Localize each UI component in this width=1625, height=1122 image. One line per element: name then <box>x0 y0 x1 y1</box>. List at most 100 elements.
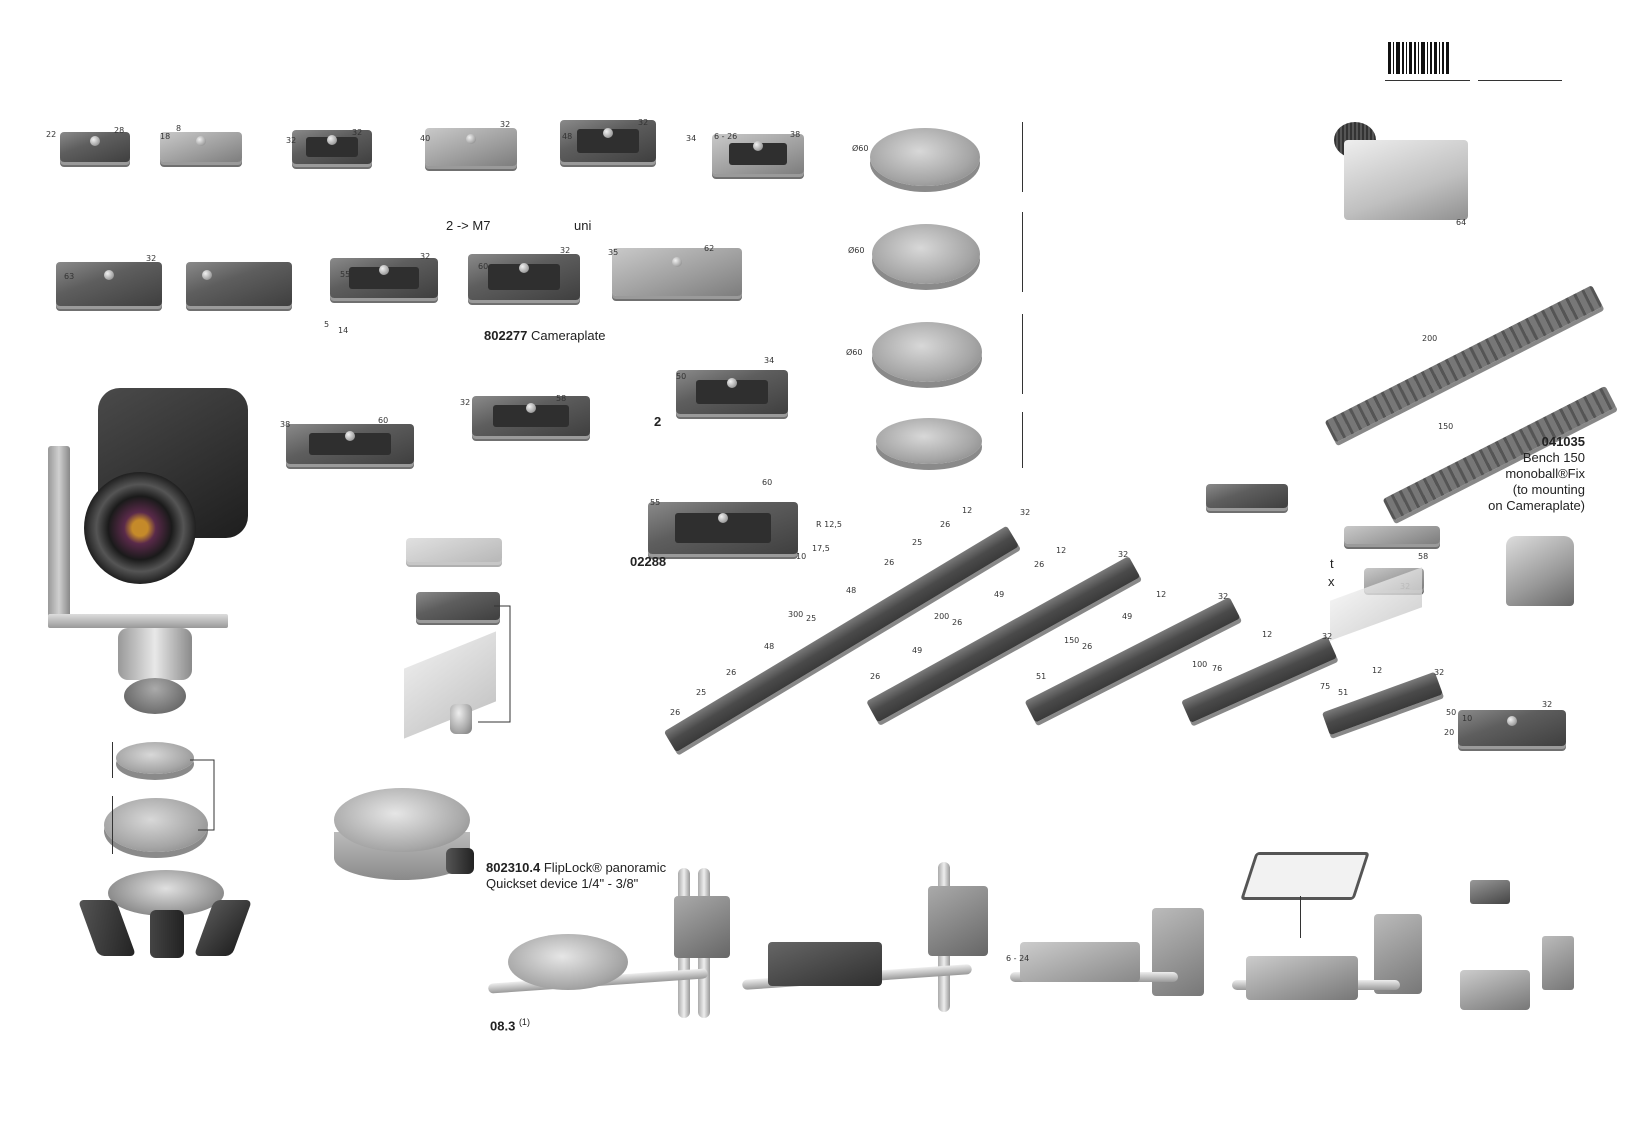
base-disc <box>876 418 982 464</box>
dim-r3-0: 38 <box>280 420 291 429</box>
dim-r2-13: 34 <box>764 356 775 365</box>
leveling-connector-line <box>190 759 215 831</box>
dim-rails-18: 49 <box>912 646 923 655</box>
plate-with-pins <box>186 262 292 306</box>
dim-rails-37: 32 <box>1542 700 1553 709</box>
dim-rails-8: 48 <box>764 642 775 651</box>
l-bracket-assembly-5 <box>1460 880 1600 1020</box>
plate-58 <box>1344 526 1440 544</box>
label-802310: 802310.4 FlipLock® panoramic <box>486 860 666 876</box>
dim-r1-1: 28 <box>114 126 125 135</box>
barcode-underline-right <box>1478 80 1562 81</box>
label-041035-line3: (to mounting <box>1512 482 1585 497</box>
dim-rails-31: 51 <box>1338 688 1349 697</box>
label-802310-line2: Quickset device 1/4" - 3/8" <box>486 876 639 891</box>
label-02288-text: 02288 <box>630 554 667 569</box>
dim-rails-27: 32 <box>1322 632 1333 641</box>
dim-r2-3: 32 <box>420 252 431 261</box>
barcode-icon <box>1388 42 1449 74</box>
dim-r3-6: R 12,5 <box>816 520 842 529</box>
dim-rails-30: 75 <box>1320 682 1331 691</box>
dim-r1-7: 32 <box>500 120 511 129</box>
label-041035-code: 041035 <box>1541 434 1585 449</box>
plate-34x38 <box>712 134 804 174</box>
label-041035: 041035 <box>1542 434 1585 450</box>
label-083-code: 08.3 <box>490 1018 516 1034</box>
dim-rails-6: 300 <box>788 610 804 619</box>
dim-rails-23: 150 <box>1064 636 1080 645</box>
dim-rails-14: 26 <box>1034 560 1045 569</box>
dim-r1-10: 34 <box>686 134 697 143</box>
dim-rails-32: 12 <box>1372 666 1383 675</box>
label-041035-line4: on Cameraplate) <box>1488 498 1585 513</box>
dim-r3-3: 58 <box>556 394 567 403</box>
dim-rails-16: 200 <box>934 612 950 621</box>
label-802310-line1: FlipLock® panoramic <box>543 860 667 875</box>
l-bracket-assembly-1 <box>487 868 730 1036</box>
label-02288: 02288 <box>630 554 666 570</box>
plate-63x32 <box>56 262 162 306</box>
dim-rails-13: 32 <box>1118 550 1129 559</box>
plate-32x32 <box>292 130 372 164</box>
plate-35x62 <box>612 248 742 296</box>
flipLock-panoramic-base <box>334 788 474 890</box>
dim-rails-19: 26 <box>870 672 881 681</box>
rail-75 <box>1321 671 1443 736</box>
small-adapter-plate <box>1206 484 1288 508</box>
l-bracket-assembly-2 <box>741 862 1002 1032</box>
dim-r3-5: 60 <box>762 478 773 487</box>
divider-4 <box>1022 412 1023 468</box>
label-802277-code: 802277 <box>484 328 528 343</box>
plate-55x32 <box>330 258 438 298</box>
dim-r1-9: 32 <box>638 118 649 127</box>
dim-r3-8: 10 <box>796 552 807 561</box>
quick-release-disc-1 <box>870 128 980 186</box>
l-bracket-assembly-3 <box>1010 908 1210 1036</box>
dim-r1-5: 32 <box>352 128 363 137</box>
dim-r2-10: Ø60 <box>848 246 865 255</box>
dim-r3-2: 32 <box>460 398 471 407</box>
plate-02288 <box>648 502 798 554</box>
barcode-underline-left <box>1385 80 1470 81</box>
label-uni: uni <box>574 218 592 233</box>
dim-r2-0: 63 <box>64 272 75 281</box>
dim-bench-58: 58 <box>1418 552 1429 561</box>
dim-r1-3: 8 <box>176 124 182 133</box>
leveling-ring-top <box>116 742 194 774</box>
dim-r1-12: 38 <box>790 130 801 139</box>
dim-r2-12: 50 <box>676 372 687 381</box>
dim-bench-150: 150 <box>1438 422 1454 431</box>
dim-r2-9: 62 <box>704 244 715 253</box>
dim-rails-0: 12 <box>962 506 973 515</box>
exploded-middle-plate <box>416 592 500 620</box>
label-two-text: 2 <box>654 414 662 429</box>
dim-rails-10: 25 <box>696 688 707 697</box>
dim-rails-7: 25 <box>806 614 817 623</box>
dim-rails-24: 26 <box>1082 642 1093 651</box>
dim-rails-5: 48 <box>846 586 857 595</box>
dim-rails-28: 100 <box>1192 660 1208 669</box>
plate-38x60 <box>286 424 414 464</box>
exploded-screw <box>450 704 472 734</box>
dim-r2-4: 5 <box>324 320 330 329</box>
dim-rails-38: 6 - 24 <box>1006 954 1030 963</box>
dim-rails-29: 76 <box>1212 664 1223 673</box>
dim-r2-6: 60 <box>478 262 489 271</box>
dim-rails-35: 10 <box>1462 714 1473 723</box>
camera-on-panoramic-head-illustration <box>44 386 254 716</box>
l-bracket-assembly-4 <box>1232 852 1452 1034</box>
dim-r2-1: 32 <box>146 254 157 263</box>
dim-rails-26: 12 <box>1262 630 1273 639</box>
dim-r2-11: Ø60 <box>846 348 863 357</box>
focusing-rail-block <box>1334 122 1474 222</box>
dim-r1-0: 22 <box>46 130 57 139</box>
divider-3 <box>1022 314 1023 394</box>
plate-32x58 <box>472 396 590 436</box>
leveling-ring-bottom <box>104 798 208 852</box>
dim-rails-1: 32 <box>1020 508 1031 517</box>
leveling-left-bracket <box>112 742 113 778</box>
dim-rails-33: 32 <box>1434 668 1445 677</box>
dim-r2-7: 32 <box>560 246 571 255</box>
label-083-sup: (1) <box>518 1017 530 1027</box>
divider-2 <box>1022 212 1023 292</box>
